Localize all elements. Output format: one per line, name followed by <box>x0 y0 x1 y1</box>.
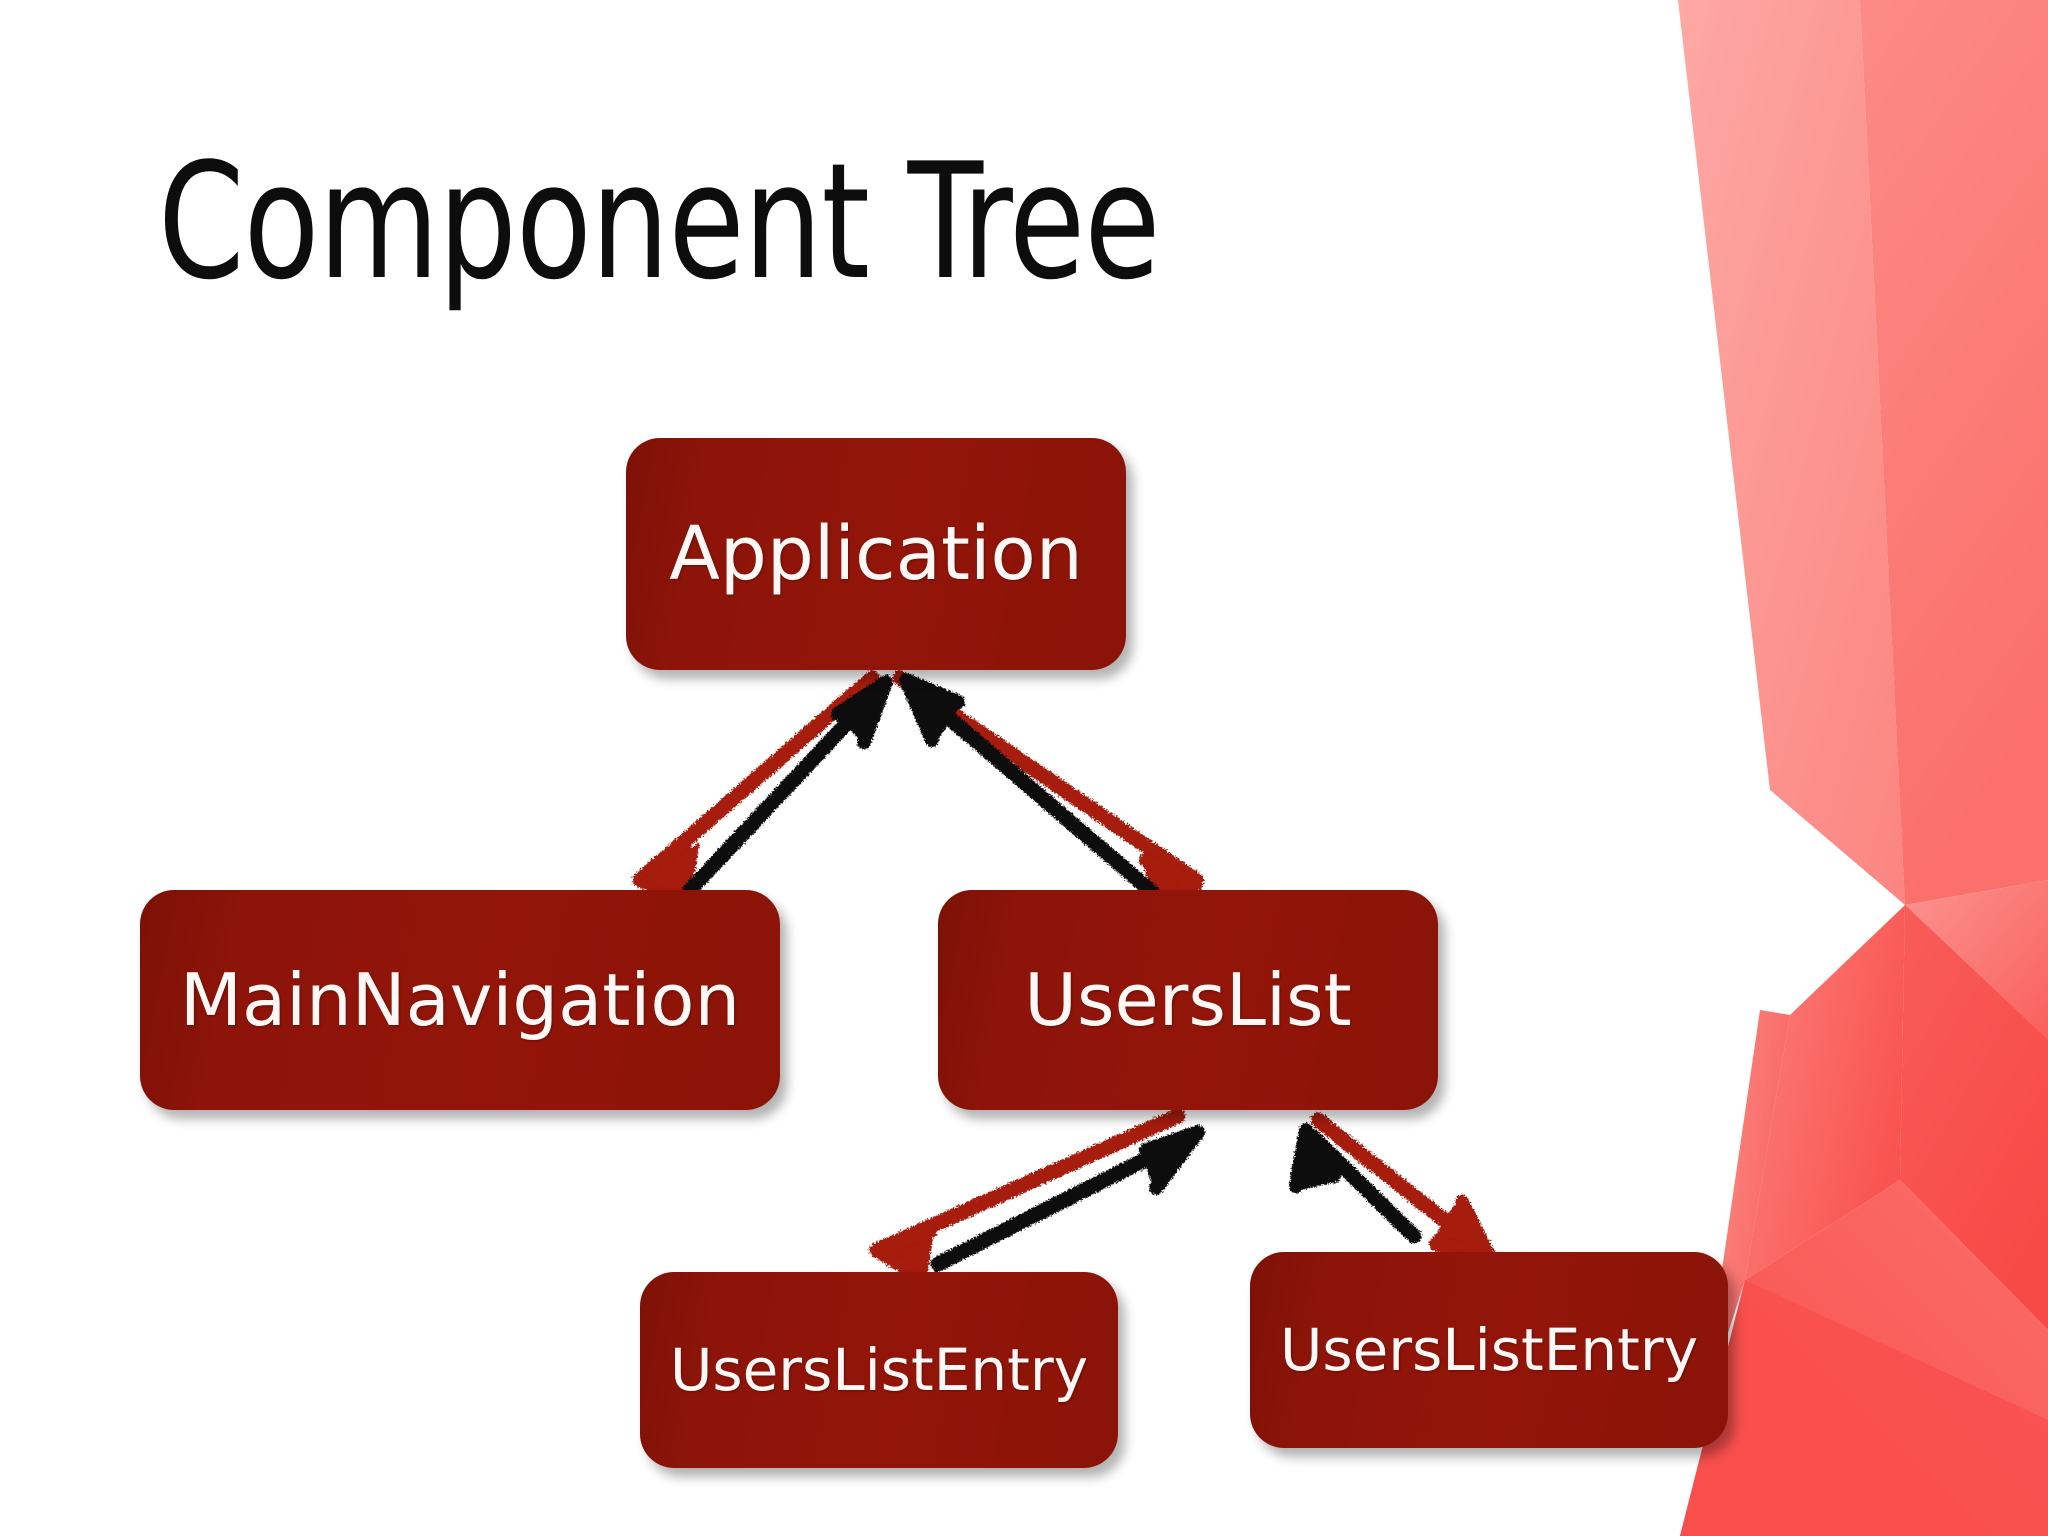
edge-userslist-to-userslistentry-2 <box>1310 1112 1495 1261</box>
node-application[interactable]: Application <box>626 438 1126 670</box>
node-userslistentry-1[interactable]: UsersListEntry <box>640 1272 1118 1468</box>
edge-application-to-userslist <box>892 670 1204 909</box>
node-userslist[interactable]: UsersList <box>938 890 1438 1110</box>
edge-mainnavigation-to-application <box>682 675 893 898</box>
edge-userslistentry-1-to-userslist <box>930 1125 1205 1272</box>
bg-facet-2 <box>1860 0 2048 905</box>
bg-facet-8 <box>1680 1280 2048 1536</box>
bg-facet-4 <box>1760 790 1905 1120</box>
bg-facet-1 <box>1678 0 1905 905</box>
edge-userslist-to-userslistentry-1 <box>869 1108 1186 1285</box>
edge-userslistentry-2-to-userslist <box>1289 1123 1422 1244</box>
node-mainnavigation[interactable]: MainNavigation <box>140 890 780 1110</box>
bg-facet-5 <box>1900 905 2048 1330</box>
node-userslistentry-2[interactable]: UsersListEntry <box>1250 1252 1728 1448</box>
edge-userslist-to-application <box>899 673 1160 900</box>
bg-facet-7 <box>1680 1180 2048 1536</box>
page-title: Component Tree <box>158 128 1160 315</box>
edge-application-to-mainnavigation <box>632 670 880 900</box>
bg-facet-3 <box>1905 880 2048 1040</box>
bg-facet-6 <box>1745 905 1905 1280</box>
